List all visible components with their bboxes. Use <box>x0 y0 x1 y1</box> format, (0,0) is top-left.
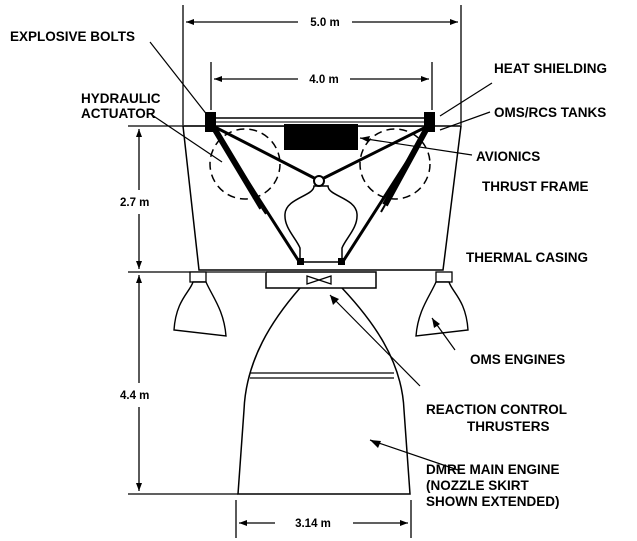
label-main-engine-line2: (NOZZLE SKIRT <box>426 478 529 493</box>
hydraulic-actuator-right <box>380 126 430 213</box>
explosive-bolt-left <box>205 112 216 132</box>
hydraulic-actuator-left <box>211 126 267 215</box>
dimension-nozzle-exit <box>235 500 412 538</box>
main-engine-nozzle-skirt <box>237 287 411 495</box>
label-explosive-bolts: EXPLOSIVE BOLTS <box>10 29 135 44</box>
label-reaction-control-line1: REACTION CONTROL <box>426 402 567 417</box>
label-avionics: AVIONICS <box>476 149 540 164</box>
oms-rcs-tank-right <box>359 128 431 200</box>
label-thrust-frame: THRUST FRAME <box>482 179 589 194</box>
main-engine-chamber <box>284 185 358 263</box>
avionics-box <box>284 124 358 150</box>
oms-engine-arrow <box>432 318 440 328</box>
label-reaction-control-line2: THRUSTERS <box>467 419 550 434</box>
label-heat-shielding: HEAT SHIELDING <box>494 61 607 76</box>
label-main-engine-line1: DMRE MAIN ENGINE <box>426 462 560 477</box>
label-oms-rcs-tanks: OMS/RCS TANKS <box>494 105 606 120</box>
label-hydraulic-actuator-line1: HYDRAULIC <box>81 91 161 106</box>
main-engine-arrow <box>370 440 381 448</box>
frame-width-value: 4.0 m <box>309 74 338 86</box>
label-oms-engines: OMS ENGINES <box>470 352 565 367</box>
oms-rcs-tank-left <box>209 128 281 200</box>
label-main-engine-line3: SHOWN EXTENDED) <box>426 494 560 509</box>
rcs-nozzle-icon <box>306 275 332 285</box>
overall-width-value: 5.0 m <box>310 17 339 29</box>
dimension-heights <box>128 125 265 495</box>
dimension-frame-width <box>210 62 433 110</box>
upper-height-value: 2.7 m <box>120 197 149 209</box>
lower-height-value: 4.4 m <box>120 390 149 402</box>
oms-engine-left <box>173 271 227 337</box>
gimbal-joint <box>313 175 325 187</box>
dimension-overall-width <box>182 5 462 125</box>
oms-engine-right <box>415 271 469 337</box>
rct-arrow <box>330 295 339 305</box>
label-thermal-casing: THERMAL CASING <box>466 250 588 265</box>
leader-lines <box>149 41 493 471</box>
nozzle-exit-value: 3.14 m <box>295 518 331 530</box>
label-hydraulic-actuator-line2: ACTUATOR <box>81 106 156 121</box>
explosive-bolt-right <box>424 112 435 132</box>
avionics-arrow <box>360 136 370 142</box>
